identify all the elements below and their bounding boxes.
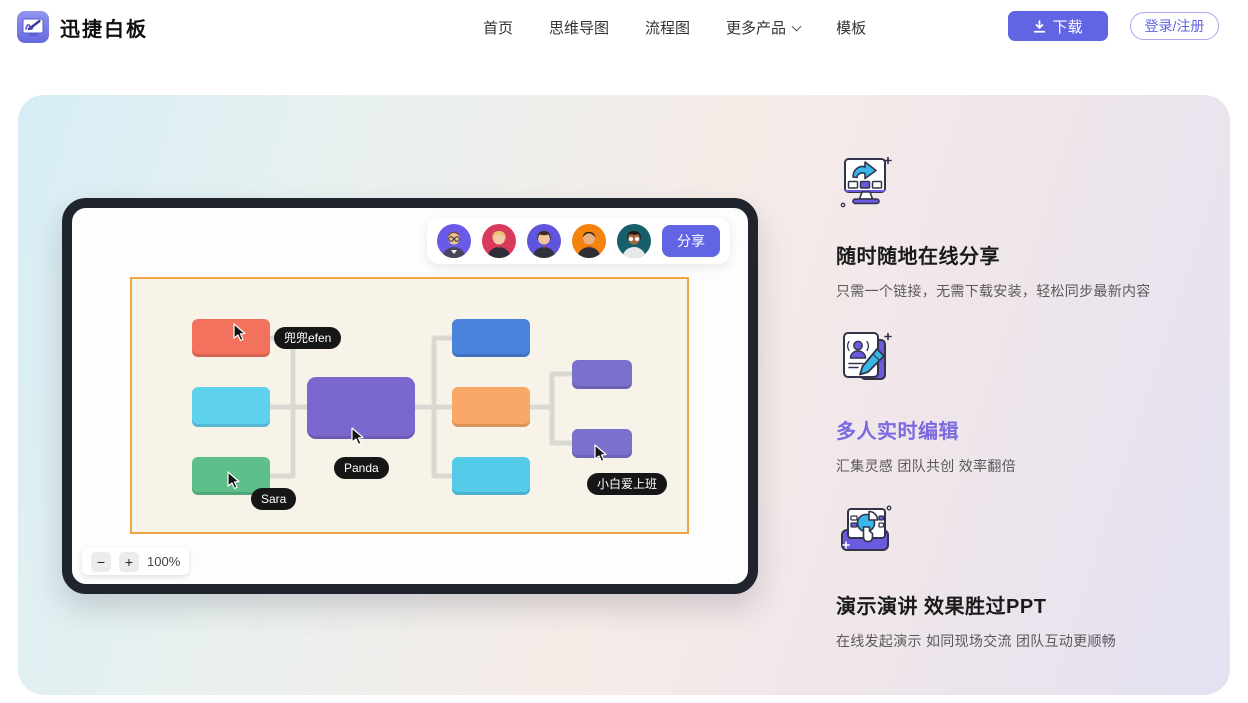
nav-flowchart[interactable]: 流程图 (645, 20, 691, 37)
collaborator-cursor-4: 小白爱上班 (587, 444, 668, 496)
mindmap-node-blue (452, 319, 530, 357)
feature-item-edit[interactable]: 多人实时编辑 汇集灵感 团队共创 效率翻倍 (836, 327, 1230, 476)
nav-templates[interactable]: 模板 (836, 20, 867, 37)
feature-title: 随时随地在线分享 (836, 246, 1000, 268)
collaborator-avatar-2[interactable] (482, 224, 516, 258)
share-button[interactable]: 分享 (662, 225, 720, 257)
presentation-icon (841, 505, 892, 551)
download-button[interactable]: 下载 (1008, 11, 1108, 41)
cursor-name-tag: 小白爱上班 (587, 473, 668, 496)
feature-title: 演示演讲 效果胜过PPT (836, 596, 1047, 618)
cursor-name-tag: Sara (251, 488, 297, 511)
collaborator-avatar-1[interactable] (437, 224, 471, 258)
whiteboard-canvas: 兜兜efen Panda Sara (130, 277, 689, 534)
feature-description: 汇集灵感 团队共创 效率翻倍 (836, 458, 1016, 474)
hero-section: 分享 (18, 95, 1230, 695)
zoom-out-button[interactable]: − (91, 551, 111, 572)
feature-title: 多人实时编辑 (836, 421, 959, 443)
collaborator-cursor-3: Sara (225, 471, 297, 511)
collaborator-cursor-1: 兜兜efen (231, 323, 342, 350)
login-register-button[interactable]: 登录/注册 (1130, 12, 1219, 40)
mindmap-node-cyan-left (192, 387, 270, 427)
download-icon (1034, 19, 1046, 33)
nav-mindmap[interactable]: 思维导图 (549, 20, 610, 37)
monitor-share-icon (840, 156, 892, 208)
nav-more-products[interactable]: 更多产品 (726, 17, 802, 38)
mindmap-node-orange (452, 387, 530, 427)
whiteboard-device: 分享 (62, 198, 758, 594)
brand[interactable]: 迅捷白板 (16, 10, 148, 44)
collaborator-avatar-4[interactable] (572, 224, 606, 258)
features-list: 随时随地在线分享 只需一个链接，无需下载安装，轻松同步最新内容 多人实时编辑 汇… (836, 95, 1230, 695)
cursor-arrow-icon (233, 323, 246, 342)
feature-item-present[interactable]: 演示演讲 效果胜过PPT 在线发起演示 如同现场交流 团队互动更顺畅 (836, 502, 1230, 651)
cursor-name-tag: 兜兜efen (274, 327, 342, 350)
collaborator-avatar-5[interactable] (617, 224, 651, 258)
download-label: 下载 (1052, 18, 1083, 36)
brand-name: 迅捷白板 (60, 18, 148, 41)
feature-description: 在线发起演示 如同现场交流 团队互动更顺畅 (836, 633, 1117, 649)
presence-bar: 分享 (427, 218, 730, 264)
zoom-in-button[interactable]: + (119, 551, 139, 572)
chevron-down-icon (791, 21, 802, 31)
feature-item-share[interactable]: 随时随地在线分享 只需一个链接，无需下载安装，轻松同步最新内容 (836, 152, 1230, 301)
mindmap-node-salmon (192, 319, 270, 357)
nav-home[interactable]: 首页 (483, 20, 514, 37)
zoom-controls: − + 100% (82, 548, 190, 575)
header: 迅捷白板 首页 思维导图 流程图 更多产品 模板 下载 登录/注册 (0, 0, 1248, 55)
cursor-arrow-icon (227, 471, 240, 490)
cursor-arrow-icon (594, 444, 607, 463)
collaborator-cursor-2: Panda (334, 427, 389, 480)
cursor-name-tag: Panda (334, 457, 389, 480)
collaborative-edit-icon (843, 332, 892, 380)
feature-description: 只需一个链接，无需下载安装，轻松同步最新内容 (836, 283, 1151, 299)
main-nav: 首页 思维导图 流程图 更多产品 模板 (483, 0, 866, 55)
mindmap-node-purple-right-top (572, 360, 632, 389)
mindmap-node-purple-center (307, 377, 415, 439)
brand-logo-icon (17, 11, 49, 43)
collaborator-avatar-3[interactable] (527, 224, 561, 258)
cursor-arrow-icon (351, 427, 364, 446)
zoom-level: 100% (147, 554, 181, 569)
mindmap-node-cyan-bottom (452, 457, 530, 495)
